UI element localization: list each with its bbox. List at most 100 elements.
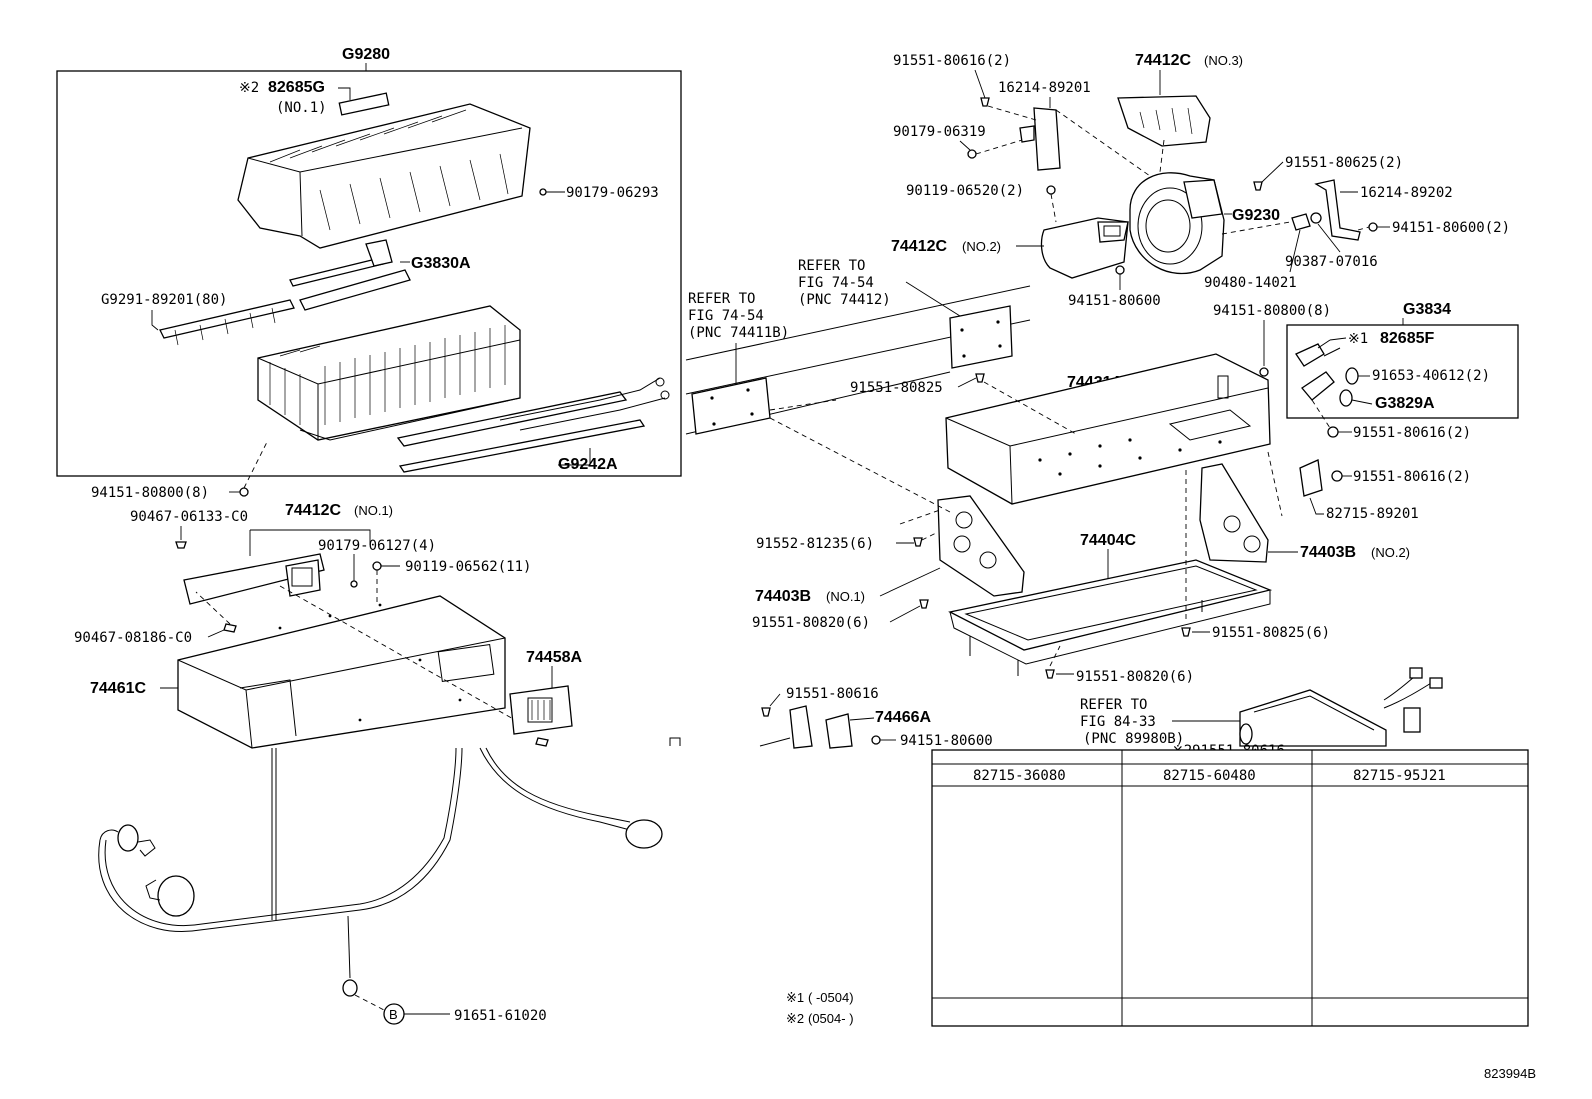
mark-82685g: ※2 <box>239 80 259 96</box>
label-74404c: 74404C <box>1080 532 1136 549</box>
label-74412c-no1: 74412C <box>285 502 341 519</box>
label-90119-06520: 90119-06520(2) <box>906 183 1024 199</box>
duct-74412c-no2 <box>1040 217 1129 279</box>
refer2-line1: REFER TO <box>688 291 755 307</box>
label-74412c-no2: 74412C <box>891 238 947 255</box>
label-82715-89201: 82715-89201 <box>1326 506 1419 522</box>
label-90179-06127: 90179-06127(4) <box>318 538 436 554</box>
label-74458a: 74458A <box>526 649 582 666</box>
duct-74412c-no1 <box>183 553 325 605</box>
label-74412c-no2-suffix: (NO.2) <box>962 239 1001 254</box>
label-91651-61020: 91651-61020 <box>454 1008 547 1024</box>
label-90480-14021: 90480-14021 <box>1204 275 1297 291</box>
label-16214-89201: 16214-89201 <box>998 80 1091 96</box>
blower-g9230 <box>1129 172 1225 275</box>
battery-top-cover <box>237 92 531 249</box>
label-91551-80820-a: 91551-80820(6) <box>752 615 870 631</box>
label-74466a: 74466A <box>875 709 931 726</box>
label-g9242a: G9242A <box>558 456 618 473</box>
harness-g3830a <box>289 239 411 311</box>
table-header-3: 82715-95J21 <box>1353 768 1446 784</box>
label-94151-80800-right: 94151-80800(8) <box>1213 303 1331 319</box>
note-1-mark: ※1 <box>786 990 804 1005</box>
bracket-74403b-no2 <box>1199 463 1269 563</box>
group-label-g9280: G9280 <box>342 46 390 63</box>
label-g3829a: G3829A <box>1375 395 1435 412</box>
label-82685g-no: (NO.1) <box>276 100 327 116</box>
label-91551-80616: 91551-80616 <box>786 686 879 702</box>
label-91551-80820-b: 91551-80820(6) <box>1076 669 1194 685</box>
label-90387-07016: 90387-07016 <box>1285 254 1378 270</box>
refer2-line3: (PNC 74411B) <box>688 325 789 341</box>
mark-82685f: ※1 <box>1348 331 1368 347</box>
tray-74431a <box>945 353 1271 505</box>
battery-module-stack <box>257 305 521 441</box>
note-2-mark: ※2 <box>786 1011 804 1026</box>
label-90119-06562: 90119-06562(11) <box>405 559 531 575</box>
refer1-line2: FIG 74-54 <box>798 275 874 291</box>
label-91551-80616-top: 91551-80616(2) <box>893 53 1011 69</box>
label-74412c-no3-suffix: (NO.3) <box>1204 53 1243 68</box>
label-91551-80825-6: 91551-80825(6) <box>1212 625 1330 641</box>
bus-bar-g9291 <box>159 299 295 346</box>
label-74412c-no1-suffix: (NO.1) <box>354 503 393 518</box>
label-90179-06293: 90179-06293 <box>566 185 659 201</box>
label-94151-80600-low: 94151-80600 <box>900 733 993 749</box>
bracket-16214-89202 <box>1314 179 1361 241</box>
collar-90480 <box>1291 212 1322 231</box>
note-1-text: ( -0504) <box>808 990 854 1005</box>
label-74403b-no2-suffix: (NO.2) <box>1371 545 1410 560</box>
circle-b-label: B <box>389 1007 398 1022</box>
label-94151-80600-mid: 94151-80600 <box>1068 293 1161 309</box>
refer1-line3: (PNC 74412) <box>798 292 891 308</box>
bracket-74466a <box>825 713 853 749</box>
group-label-g3834: G3834 <box>1403 301 1451 318</box>
label-16214-89202: 16214-89202 <box>1360 185 1453 201</box>
variant-table: 82715-36080 82715-60480 82715-95J21 <box>931 749 1529 1027</box>
group-box-g3834 <box>1286 324 1519 419</box>
label-g9291: G9291-89201(80) <box>101 292 227 308</box>
label-74403b-no2: 74403B <box>1300 544 1356 561</box>
group-box-g9280 <box>56 70 682 477</box>
label-91551-80625: 91551-80625(2) <box>1285 155 1403 171</box>
refer3-line2: FIG 84-33 <box>1080 714 1156 730</box>
sensor-assembly-g3834 <box>1295 339 1359 407</box>
duct-74412c-no3 <box>1117 95 1211 147</box>
refer3-line1: REFER TO <box>1080 697 1147 713</box>
label-90467-08186: 90467-08186-C0 <box>74 630 192 646</box>
label-91653-40612: 91653-40612(2) <box>1372 368 1490 384</box>
label-74461c: 74461C <box>90 680 146 697</box>
plate-74458a <box>509 685 573 735</box>
label-82685f: 82685F <box>1380 330 1434 347</box>
label-g3830a: G3830A <box>411 255 471 272</box>
refer2-line2: FIG 74-54 <box>688 308 764 324</box>
label-94151-80800-left: 94151-80800(8) <box>91 485 209 501</box>
refer1-line1: REFER TO <box>798 258 865 274</box>
label-94151-80600-2: 94151-80600(2) <box>1392 220 1510 236</box>
label-g9230: G9230 <box>1232 207 1280 224</box>
drawing-code: 823994B <box>1484 1066 1536 1081</box>
label-91551-80616-low: 91551-80616(2) <box>1353 469 1471 485</box>
bracket-lower-left <box>759 705 813 749</box>
refer1-bracket <box>949 305 1013 369</box>
bracket-74403b-no1 <box>937 495 1025 597</box>
cover-74461c <box>177 595 506 749</box>
main-wire-harness <box>98 747 663 997</box>
refer3-line3: (PNC 89980B) <box>1083 731 1184 747</box>
frame-74404c <box>948 559 1273 676</box>
harness-g9242a <box>396 377 670 473</box>
ecu-89980b <box>1239 667 1443 747</box>
label-91552-81235: 91552-81235(6) <box>756 536 874 552</box>
note-2-text: (0504- ) <box>808 1011 854 1026</box>
label-91551-80825-single: 91551-80825 <box>850 380 943 396</box>
label-91551-80616-mid: 91551-80616(2) <box>1353 425 1471 441</box>
refer2-bracket <box>691 377 771 435</box>
label-74412c-no3: 74412C <box>1135 52 1191 69</box>
label-90179-06319: 90179-06319 <box>893 124 986 140</box>
label-90467-06133: 90467-06133-C0 <box>130 509 248 525</box>
table-header-1: 82715-36080 <box>973 768 1066 784</box>
bracket-16214-89201 <box>1019 107 1061 171</box>
label-82685g: 82685G <box>268 79 325 96</box>
table-header-2: 82715-60480 <box>1163 768 1256 784</box>
